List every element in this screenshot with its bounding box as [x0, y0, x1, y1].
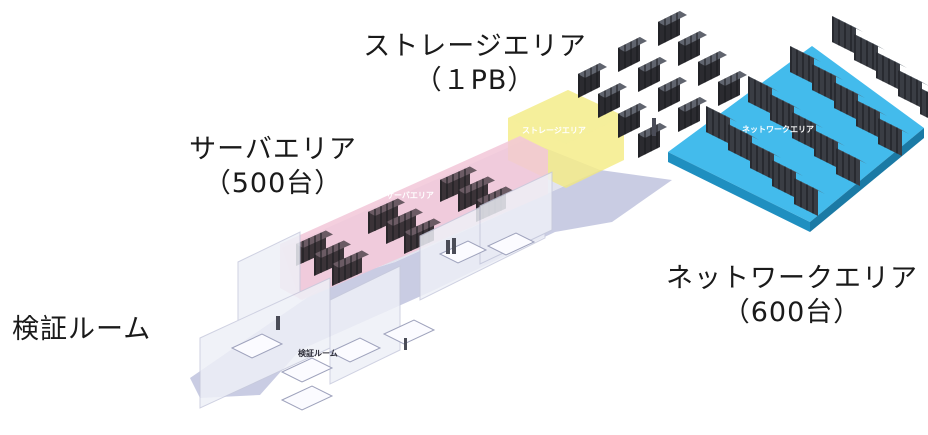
network-rack-row — [748, 76, 779, 114]
storage-rack-row — [618, 103, 647, 138]
network-rack-row — [834, 82, 865, 120]
server-rack-row — [368, 198, 405, 234]
network-rack-row — [832, 16, 863, 54]
storage-area-title: ストレージエリア — [363, 31, 587, 62]
network-rack-row — [856, 100, 887, 138]
storage-rack-row — [658, 77, 687, 112]
network-area-callout: ネットワークエリア （600台） — [658, 262, 926, 330]
network-rack-row — [854, 34, 885, 72]
network-rack-row — [772, 160, 803, 198]
verification-room-title: 検証ルーム — [12, 314, 152, 345]
network-rack-row — [706, 106, 737, 144]
storage-rack-row — [718, 71, 747, 106]
network-rack-row — [878, 118, 909, 156]
storage-floor-label: ストレージエリア — [522, 126, 586, 135]
network-rack-row — [836, 148, 867, 186]
network-racks — [706, 16, 928, 216]
storage-rack-row — [618, 37, 647, 72]
storage-rack-row — [698, 51, 727, 86]
network-rack-row — [790, 46, 821, 84]
storage-racks — [578, 11, 747, 158]
verification-room-callout: 検証ルーム — [12, 313, 182, 347]
storage-rack-row — [578, 63, 607, 98]
network-area-count: （600台） — [722, 297, 862, 328]
network-rack-row — [770, 94, 801, 132]
server-rack-row — [296, 230, 333, 266]
verification-floor-label: 検証ルーム — [298, 348, 338, 358]
network-rack-row — [728, 124, 759, 162]
storage-rack-row — [598, 83, 627, 118]
storage-area-capacity: （１PB） — [414, 65, 536, 96]
network-rack-row — [920, 88, 928, 118]
storage-area-callout: ストレージエリア （１PB） — [350, 30, 600, 98]
network-floor-label: ネットワークエリア — [742, 124, 814, 134]
storage-rack-row — [658, 11, 687, 46]
network-rack-row — [750, 142, 781, 180]
network-rack-row — [794, 178, 825, 216]
server-rack-row — [332, 250, 369, 286]
network-rack-row — [814, 130, 845, 168]
server-racks — [296, 166, 513, 286]
storage-rack-row — [638, 57, 667, 92]
verification-room-furniture — [230, 232, 536, 411]
server-area-count: （500台） — [203, 168, 343, 199]
server-area-title: サーバエリア — [189, 134, 357, 165]
server-floor-label: サーバエリア — [386, 191, 434, 200]
storage-rack-row — [678, 31, 707, 66]
floor-labels: ストレージエリア サーバエリア ネットワークエリア 検証ルーム — [298, 124, 814, 358]
server-area-callout: サーバエリア （500台） — [178, 133, 368, 201]
server-rack-row — [386, 208, 423, 244]
network-area-title: ネットワークエリア — [666, 263, 918, 294]
network-rack-row — [876, 52, 907, 90]
network-rack-row — [812, 64, 843, 102]
people — [276, 118, 656, 350]
network-rack-row — [792, 112, 823, 150]
storage-rack-row — [678, 97, 707, 132]
network-rack-row — [898, 70, 928, 108]
